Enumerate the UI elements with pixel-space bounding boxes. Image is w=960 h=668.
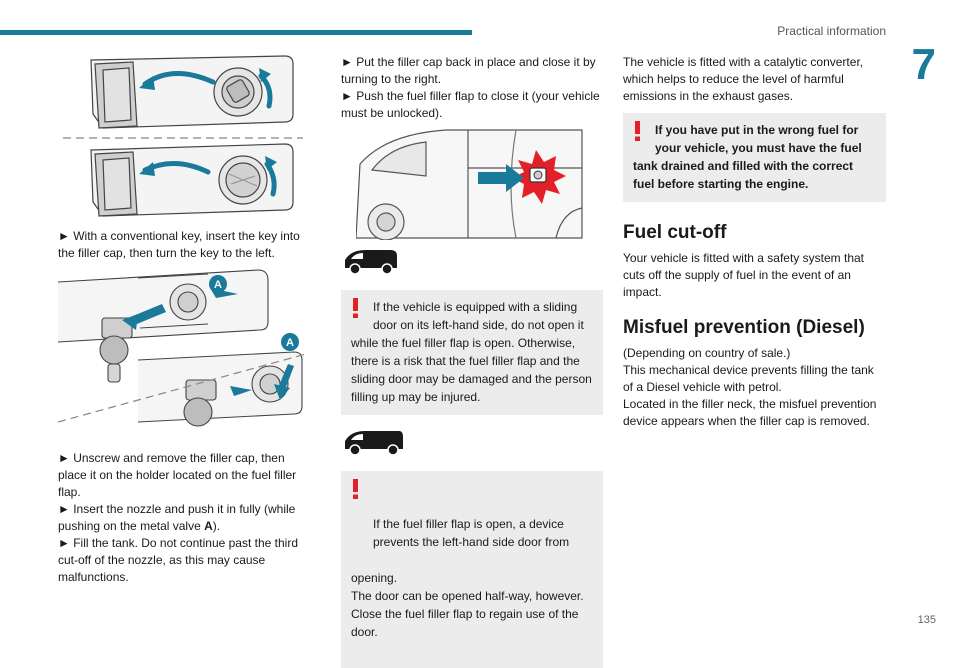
step-insert-nozzle: ► Insert the nozzle and push it in fully… (58, 502, 296, 533)
chapter-number: 7 (911, 40, 936, 89)
filler-cap-key-figure (63, 55, 303, 217)
warning-exclamation-icon (353, 479, 358, 499)
warning-wrong-fuel: If you have put in the wrong fuel for yo… (623, 113, 886, 202)
van-short-icon (345, 250, 397, 275)
page-number: 135 (917, 614, 936, 626)
catalytic-converter-text: The vehicle is fitted with a catalytic c… (623, 55, 864, 103)
svg-text:A: A (286, 337, 294, 349)
push-arrow-icon (478, 164, 524, 192)
van-long-icon (345, 431, 403, 456)
misfuel-description: This mechanical device prevents filling … (623, 363, 874, 394)
column-left: ► With a conventional key, insert the ke… (58, 54, 308, 586)
fuel-cutoff-text: Your vehicle is fitted with a safety sys… (623, 251, 865, 299)
warning-sliding-door: If the vehicle is equipped with a slidin… (341, 290, 603, 415)
sliding-door-figure (356, 129, 583, 240)
warning-door-lock: If the fuel filler flap is open, a devic… (341, 471, 603, 668)
step-remove-cap: ► Unscrew and remove the filler cap, the… (58, 451, 297, 499)
valve-label-badge: A A (209, 275, 299, 351)
fuel-cutoff-heading: Fuel cut-off (623, 222, 727, 243)
section-title: Practical information (777, 24, 886, 38)
step-fill-tank: ► Fill the tank. Do not continue past th… (58, 536, 299, 584)
fuel-flap-blocked-icon (512, 150, 566, 204)
misfuel-country-note: (Depending on country of sale.) (623, 346, 791, 360)
header-accent-bar (0, 30, 472, 35)
svg-text:A: A (214, 279, 222, 291)
warning-exclamation-icon (353, 298, 358, 318)
misfuel-location: Located in the filler neck, the misfuel … (623, 397, 877, 428)
step-replace-cap: ► Put the filler cap back in place and c… (341, 55, 596, 86)
step-insert-key: ► With a conventional key, insert the ke… (58, 229, 300, 260)
warning-exclamation-icon (635, 121, 640, 141)
column-middle: ► Put the filler cap back in place and c… (341, 54, 603, 668)
filler-cap-holder-figure: A A (58, 269, 307, 427)
misfuel-heading: Misfuel prevention (Diesel) (623, 317, 865, 338)
column-right: The vehicle is fitted with a catalytic c… (623, 54, 886, 430)
step-push-flap: ► Push the fuel filler flap to close it … (341, 89, 600, 120)
